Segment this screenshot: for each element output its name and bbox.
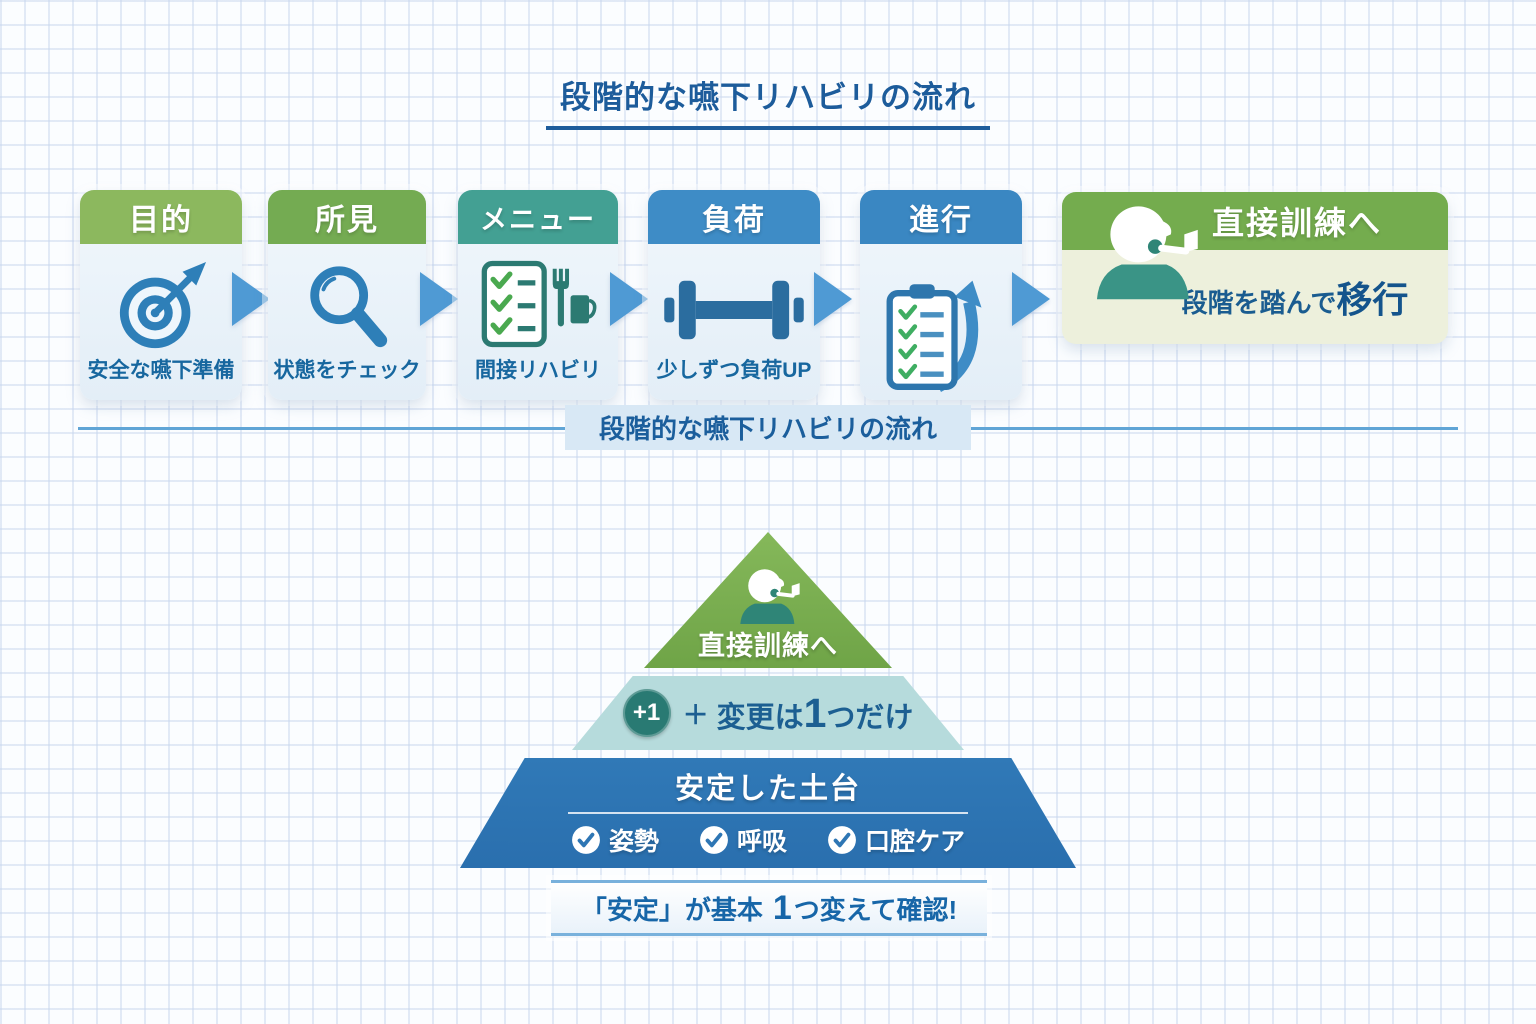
flow-card-menu-label: メニュー xyxy=(480,204,596,235)
flow-arrow-icon xyxy=(232,272,270,326)
flow-card-load-body: 少しずつ負荷UP xyxy=(648,244,820,400)
pyramid-base-tier: 安定した土台 姿勢 呼吸 xyxy=(460,758,1076,868)
clipboard-progress-icon xyxy=(886,280,982,392)
flow-arrow-icon xyxy=(610,272,648,326)
flow-card-findings-body: 状態をチェック xyxy=(268,244,426,400)
flow-card-progress-header: 進行 xyxy=(860,190,1022,244)
flow-card-direct-training-caption: 段階を踏んで移行 xyxy=(1182,271,1409,323)
title-wrap: 段階的な嚥下リハビリの流れ xyxy=(0,72,1536,130)
target-icon xyxy=(119,261,207,349)
flow-card-findings-caption: 状態をチェック xyxy=(273,359,421,382)
footer-text-after: つ変えて確認! xyxy=(793,894,958,925)
middle-text-big-number: 1 xyxy=(803,689,827,736)
page-title: 段階的な嚥下リハビリの流れ xyxy=(546,72,990,130)
flow-card-load: 負荷 少しずつ負荷UP xyxy=(648,190,820,400)
flow-card-progress: 進行 xyxy=(860,190,1022,400)
middle-text-after: つだけ xyxy=(826,701,914,734)
flow-card-progress-body xyxy=(860,244,1022,400)
caption-normal: 段階を踏んで xyxy=(1181,288,1337,318)
flow-card-menu-header: メニュー xyxy=(458,190,618,244)
flow-card-load-header: 負荷 xyxy=(648,190,820,244)
base-items-row: 姿勢 呼吸 口腔ケア xyxy=(571,822,965,858)
flow-card-menu-body: 間接リハビリ xyxy=(458,244,618,400)
base-item-label: 呼吸 xyxy=(736,828,787,856)
flow-card-progress-label: 進行 xyxy=(909,204,973,237)
flow-card-purpose-caption: 安全な嚥下準備 xyxy=(87,359,235,382)
pyramid-middle-text: 変更は1つだけ xyxy=(717,690,914,737)
section-divider-label: 段階的な嚥下リハビリの流れ xyxy=(564,405,972,450)
flow-arrow-icon xyxy=(420,272,458,326)
plus-sign: ＋ xyxy=(682,699,709,730)
base-item-label: 姿勢 xyxy=(608,828,659,856)
flow-card-findings-label: 所見 xyxy=(315,204,379,237)
footer-text-before: 「安定」が基本 xyxy=(580,894,763,925)
footer-text: 「安定」が基本 1つ変えて確認! xyxy=(581,889,957,928)
check-circle-icon xyxy=(572,826,600,854)
magnifier-icon xyxy=(310,266,388,348)
base-title-underline xyxy=(568,812,968,814)
caption-emphasis: 移行 xyxy=(1336,279,1409,320)
flow-arrow-icon xyxy=(814,272,852,326)
middle-text-before: 変更は xyxy=(716,701,804,734)
flow-card-purpose-body: 安全な嚥下準備 xyxy=(80,244,242,400)
pyramid-top-label: 直接訓練へ xyxy=(698,631,838,661)
flow-card-purpose-header: 目的 xyxy=(80,190,242,244)
base-item-breathing: 呼吸 xyxy=(699,822,787,858)
flow-arrow-icon xyxy=(1012,272,1050,326)
check-circle-icon xyxy=(828,826,856,854)
plus-one-badge: +1 xyxy=(622,689,671,737)
flow-card-findings-header: 所見 xyxy=(268,190,426,244)
footer-banner: 「安定」が基本 1つ変えて確認! xyxy=(551,880,987,936)
pyramid-middle-tier: +1 ＋ 変更は1つだけ xyxy=(572,676,964,750)
person-eating-icon xyxy=(1096,206,1198,300)
flow-card-menu: メニュー 間接リハビリ xyxy=(458,190,618,400)
flow-card-direct-training-label: 直接訓練へ xyxy=(1211,205,1382,241)
dumbbell-icon xyxy=(664,280,804,340)
flow-card-load-caption: 少しずつ負荷UP xyxy=(656,359,812,382)
base-item-posture: 姿勢 xyxy=(571,822,659,858)
base-item-label: 口腔ケア xyxy=(865,828,966,856)
flow-card-direct-training-body: 段階を踏んで移行 xyxy=(1062,250,1448,344)
pyramid-base-title: 安定した土台 xyxy=(674,773,861,805)
checklist-meal-icon xyxy=(481,260,597,348)
flow-card-menu-caption: 間接リハビリ xyxy=(475,359,601,382)
flow-card-direct-training: 直接訓練へ 段階を踏んで移行 xyxy=(1062,192,1448,344)
flow-card-purpose: 目的 安全な嚥下準備 xyxy=(80,190,242,400)
flow-card-load-label: 負荷 xyxy=(702,204,766,237)
pyramid-top-tier: 直接訓練へ xyxy=(644,532,892,668)
flow-card-findings: 所見 状態をチェック xyxy=(268,190,426,400)
footer-text-big-number: 1 xyxy=(772,888,792,927)
person-eating-icon xyxy=(740,569,800,624)
flow-card-purpose-label: 目的 xyxy=(129,204,193,237)
base-item-oral-care: 口腔ケア xyxy=(827,822,965,858)
check-circle-icon xyxy=(700,826,728,854)
